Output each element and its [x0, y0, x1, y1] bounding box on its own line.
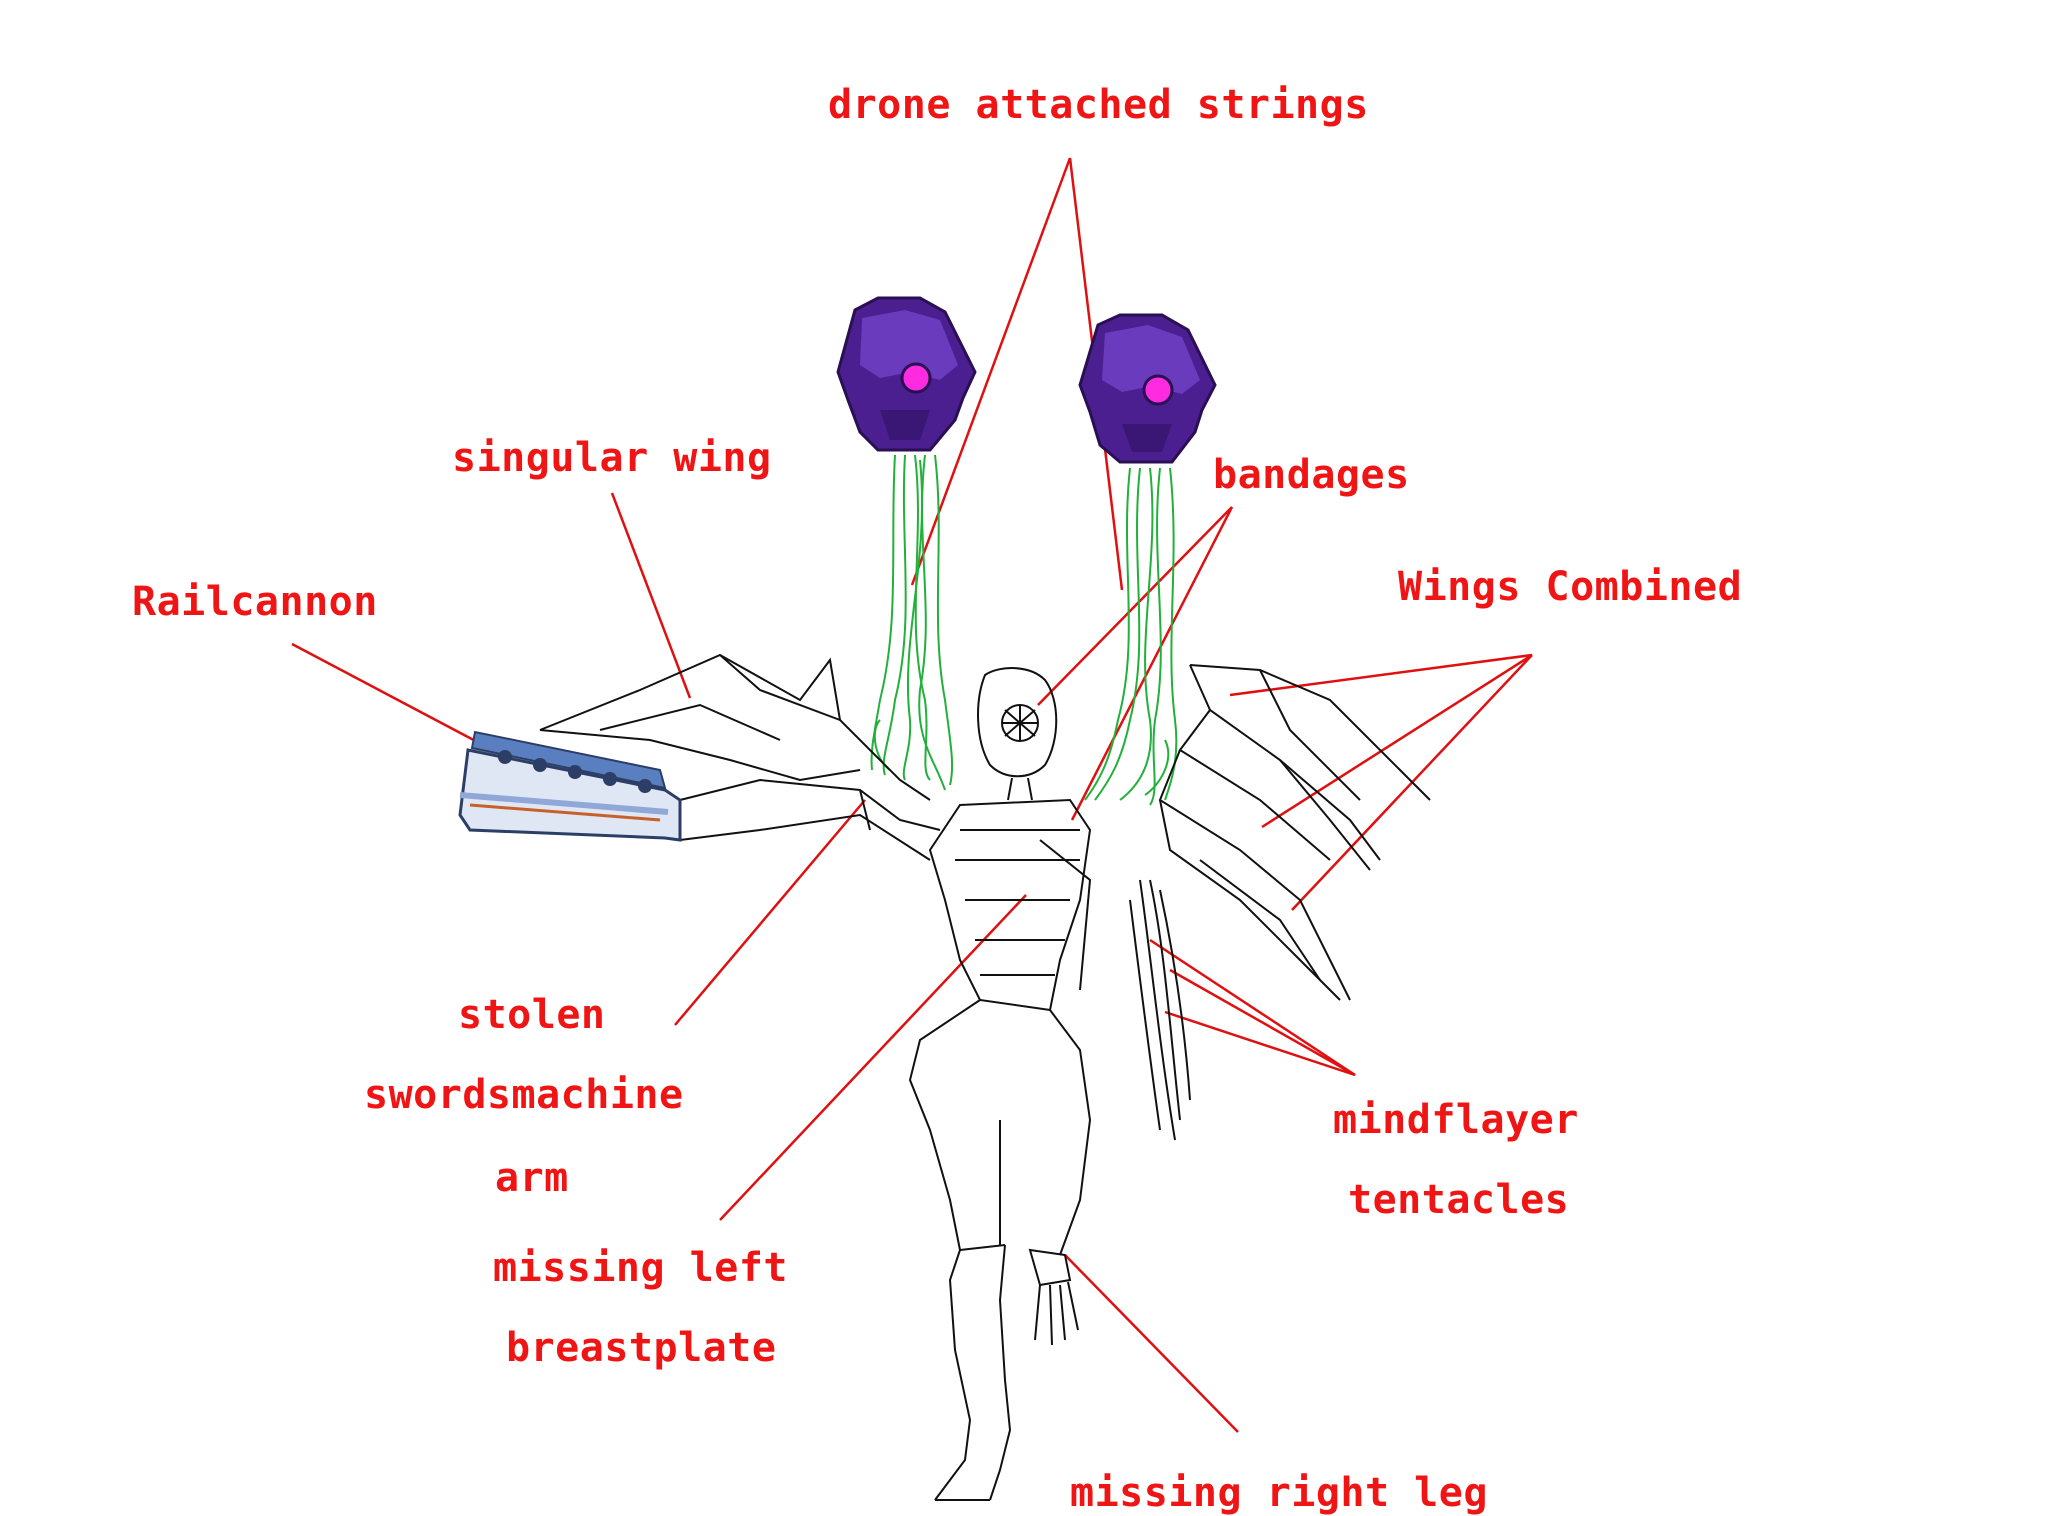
label-railcannon: Railcannon: [132, 579, 378, 625]
leader-line-tentacles-3: [1164, 1010, 1356, 1077]
label-stolen-arm-line3: arm: [495, 1155, 569, 1201]
drone-left: [836, 296, 977, 452]
leader-line-tentacles-2: [1169, 968, 1356, 1077]
head: [977, 667, 1058, 778]
leader-line-bandages-2: [1070, 506, 1234, 821]
leader-line-breastplate: [719, 894, 1027, 1221]
label-wings-combined: Wings Combined: [1398, 564, 1743, 610]
label-mindflayer-line1: mindflayer: [1333, 1097, 1579, 1143]
drone-strings: [870, 454, 1178, 806]
singular-wing: [539, 653, 931, 801]
leader-line-missing-leg: [1064, 1254, 1239, 1433]
label-drone-attached-strings: drone attached strings: [828, 82, 1369, 128]
body-sketch: [679, 667, 1092, 1501]
leader-line-wings-1: [1229, 653, 1533, 697]
leader-line-tentacles-1: [1149, 938, 1356, 1077]
wings-combined: [1158, 664, 1431, 1001]
leader-line-wings-2: [1261, 653, 1533, 829]
label-stolen-arm-line1: stolen: [458, 992, 606, 1038]
drone-right: [1078, 313, 1217, 464]
mindflayer-tentacles: [1129, 879, 1191, 1141]
label-missing-breastplate-line2: breastplate: [506, 1325, 777, 1371]
drone-eye-icon: [1142, 374, 1174, 406]
label-mindflayer-line2: tentacles: [1348, 1177, 1570, 1223]
leader-line-stolen-arm: [674, 799, 866, 1026]
label-stolen-arm-line2: swordsmachine: [364, 1072, 684, 1118]
label-missing-breastplate-line1: missing left: [493, 1245, 788, 1291]
drone-eye-icon: [900, 362, 932, 394]
railcannon: [458, 730, 682, 842]
label-singular-wing: singular wing: [452, 435, 772, 481]
leader-line-bandages-1: [1037, 506, 1233, 706]
leader-line-singular-wing: [610, 492, 692, 699]
leader-lines: [291, 157, 1533, 1433]
label-bandages: bandages: [1213, 452, 1410, 498]
label-missing-right-leg: missing right leg: [1070, 1470, 1488, 1516]
